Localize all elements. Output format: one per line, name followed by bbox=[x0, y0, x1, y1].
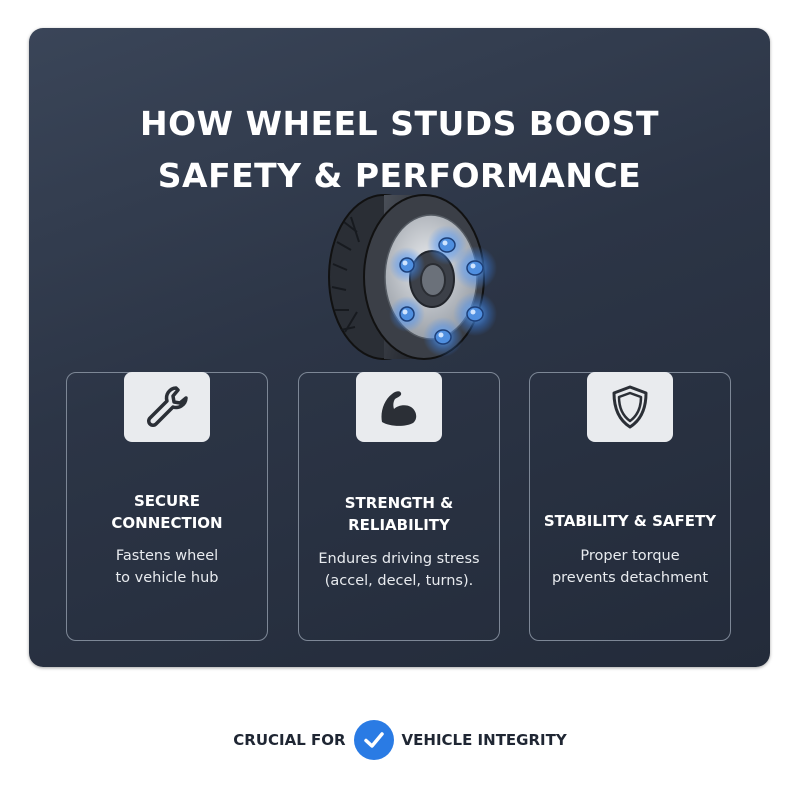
card-desc-line-1: Proper torque bbox=[580, 548, 680, 564]
card-title-line-2: RELIABILITY bbox=[348, 516, 450, 534]
wrench-icon bbox=[124, 372, 210, 442]
flexed-arm-icon bbox=[356, 372, 442, 442]
card-desc-line-1: Fastens wheel bbox=[115, 548, 219, 564]
card-title: SECURE CONNECTION bbox=[67, 490, 267, 534]
card-desc-line-2: prevents detachment bbox=[551, 570, 709, 586]
footer-left-text: CRUCIAL FOR bbox=[233, 731, 346, 749]
wheel-with-studs-icon bbox=[299, 172, 509, 382]
card-title-line-1: STABILITY & SAFETY bbox=[543, 512, 717, 530]
card-title: STABILITY & SAFETY bbox=[530, 510, 730, 532]
title-line-1: HOW WHEEL STUDS BOOST bbox=[140, 104, 659, 143]
card-title-line-1: STRENGTH & bbox=[344, 494, 454, 512]
card-strength-reliability: STRENGTH & RELIABILITY Endures driving s… bbox=[298, 372, 500, 641]
card-stability-safety: STABILITY & SAFETY Proper torque prevent… bbox=[529, 372, 731, 641]
card-description: Endures driving stress (accel, decel, tu… bbox=[299, 548, 499, 592]
card-title-line-1: SECURE bbox=[133, 492, 201, 510]
card-description: Proper torque prevents detachment bbox=[530, 545, 730, 589]
card-desc-line-1: Endures driving stress bbox=[318, 551, 480, 567]
checkmark-icon bbox=[353, 720, 394, 760]
card-title-line-2: CONNECTION bbox=[111, 514, 223, 532]
card-title: STRENGTH & RELIABILITY bbox=[299, 492, 499, 536]
shield-icon bbox=[587, 372, 673, 442]
card-secure-connection: SECURE CONNECTION Fastens wheel to vehic… bbox=[66, 372, 268, 641]
infographic-panel: HOW WHEEL STUDS BOOST SAFETY & PERFORMAN… bbox=[29, 28, 770, 667]
card-description: Fastens wheel to vehicle hub bbox=[67, 545, 267, 589]
title-line-2: SAFETY & PERFORMANCE bbox=[157, 156, 642, 195]
card-desc-line-2: to vehicle hub bbox=[115, 570, 219, 586]
footer-banner: CRUCIAL FOR VEHICLE INTEGRITY bbox=[0, 718, 800, 762]
card-desc-line-2: (accel, decel, turns). bbox=[324, 573, 474, 589]
footer-right-text: VEHICLE INTEGRITY bbox=[401, 731, 567, 749]
page-title: HOW WHEEL STUDS BOOST SAFETY & PERFORMAN… bbox=[29, 98, 770, 202]
